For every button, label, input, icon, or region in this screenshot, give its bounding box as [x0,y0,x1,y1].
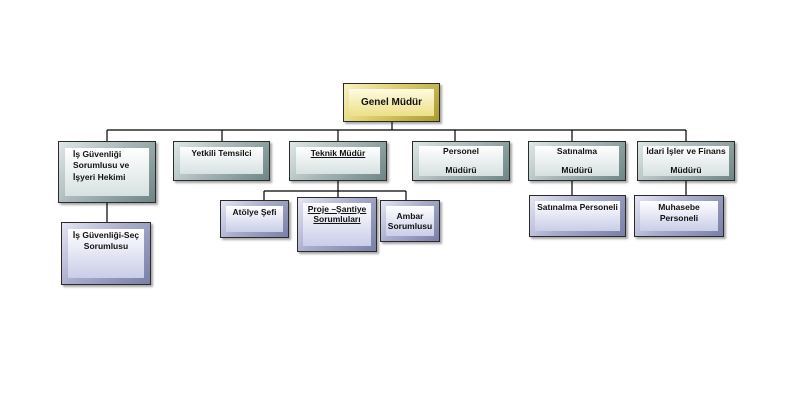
node-satinalma-personeli: Satınalma Personeli [529,195,626,237]
node-label: Ambar Sorumlusu [386,206,434,236]
node-label: İş Güvenliği-Seç Sorumlusu [68,229,144,278]
node-idari-isler-finans-mudur: İdari İşler ve Finans Müdürü [637,141,735,181]
node-label: Muhasebe Personeli [640,201,718,231]
node-proje-santiye-sorumlulari: Proje –Şantiye Sorumluları [297,197,377,252]
node-genel-mudur: Genel Müdür [343,83,440,122]
node-personel-mudur: Personel Müdürü [412,141,510,181]
node-label: Teknik Müdür [296,147,380,174]
node-label: İş Güvenliği Sorumlusu ve İşyeri Hekimi [65,148,149,196]
node-label: Atölye Şefi [226,206,283,232]
node-is-guvenligi-sec-sorumlusu: İş Güvenliği-Seç Sorumlusu [61,222,151,285]
node-atolye-sefi: Atölye Şefi [220,200,289,238]
node-muhasebe-personeli: Muhasebe Personeli [634,195,724,237]
node-teknik-mudur: Teknik Müdür [289,141,387,181]
node-label: Yetkili Temsilci [180,147,263,174]
node-label: Satınalma Personeli [535,201,620,231]
node-label: Proje –Şantiye Sorumluları [303,203,371,246]
node-yetkili-temsilci: Yetkili Temsilci [173,141,270,181]
node-ambar-sorumlusu: Ambar Sorumlusu [380,200,440,242]
node-label: Satınalma Müdürü [535,146,619,176]
node-satinalma-mudur: Satınalma Müdürü [528,141,626,181]
node-label: Genel Müdür [349,89,434,116]
node-is-guvenligi-sorumlusu: İş Güvenliği Sorumlusu ve İşyeri Hekimi [58,141,156,203]
node-label: İdari İşler ve Finans Müdürü [643,146,729,176]
node-label: Personel Müdürü [419,146,503,176]
